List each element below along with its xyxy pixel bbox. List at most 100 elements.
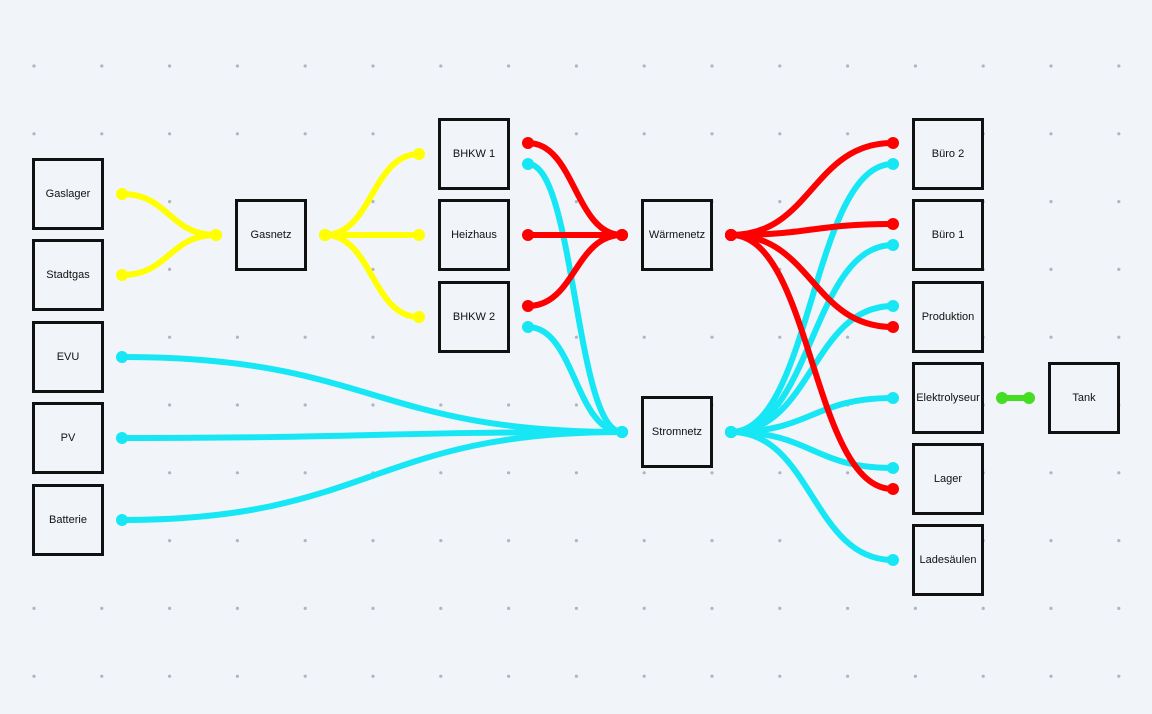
node-lager[interactable]: Lager	[912, 443, 984, 515]
connection-line[interactable]	[525, 161, 625, 435]
node-label: Produktion	[921, 311, 975, 323]
connection-line[interactable]	[728, 140, 896, 238]
connection-stadtgas-gasnetz[interactable]	[116, 229, 222, 281]
port-out-dot[interactable]	[522, 137, 534, 149]
port-out-dot[interactable]	[116, 269, 128, 281]
connection-line[interactable]	[119, 232, 219, 278]
port-out-dot[interactable]	[522, 300, 534, 312]
connection-waermenetz-produktion[interactable]	[725, 229, 899, 333]
connection-elektrolyseur-tank[interactable]	[996, 392, 1035, 404]
port-in-dot[interactable]	[887, 137, 899, 149]
connection-waermenetz-lager[interactable]	[725, 229, 899, 495]
node-batterie[interactable]: Batterie	[32, 484, 104, 556]
port-in-dot[interactable]	[413, 229, 425, 241]
port-in-dot[interactable]	[887, 239, 899, 251]
grid-dot	[1049, 64, 1053, 68]
port-out-dot[interactable]	[725, 229, 737, 241]
node-label: BHKW 1	[452, 148, 496, 160]
connection-bhkw1-waermenetz[interactable]	[522, 137, 628, 241]
node-waermenetz[interactable]: Wärmenetz	[641, 199, 713, 271]
grid-dot	[1117, 267, 1121, 271]
node-produktion[interactable]: Produktion	[912, 281, 984, 353]
grid-dot	[846, 132, 850, 136]
port-in-dot[interactable]	[887, 392, 899, 404]
grid-dot	[507, 674, 511, 678]
grid-dot	[235, 132, 239, 136]
grid-dot	[168, 539, 172, 543]
connection-bhkw2-waermenetz[interactable]	[522, 229, 628, 312]
port-out-dot[interactable]	[996, 392, 1008, 404]
grid-dot	[235, 471, 239, 475]
port-out-dot[interactable]	[522, 321, 534, 333]
node-label: PV	[60, 432, 76, 444]
port-in-dot[interactable]	[413, 148, 425, 160]
port-out-dot[interactable]	[116, 351, 128, 363]
connection-line[interactable]	[728, 232, 896, 330]
node-bhkw2[interactable]: BHKW 2	[438, 281, 510, 353]
grid-dot	[642, 132, 646, 136]
port-out-dot[interactable]	[725, 426, 737, 438]
node-buero2[interactable]: Büro 2	[912, 118, 984, 190]
connection-line[interactable]	[119, 354, 625, 435]
port-out-dot[interactable]	[116, 432, 128, 444]
port-in-dot[interactable]	[210, 229, 222, 241]
port-in-dot[interactable]	[413, 311, 425, 323]
connection-line[interactable]	[525, 232, 625, 309]
node-pv[interactable]: PV	[32, 402, 104, 474]
connection-gasnetz-bhkw1[interactable]	[319, 148, 425, 241]
connection-batterie-stromnetz[interactable]	[116, 426, 628, 526]
connection-line[interactable]	[119, 429, 625, 441]
grid-dot	[100, 132, 104, 136]
node-gaslager[interactable]: Gaslager	[32, 158, 104, 230]
port-out-dot[interactable]	[522, 229, 534, 241]
connection-line[interactable]	[728, 161, 896, 435]
connection-line[interactable]	[525, 324, 625, 435]
connection-line[interactable]	[728, 242, 896, 435]
connection-line[interactable]	[728, 429, 896, 563]
port-out-dot[interactable]	[116, 514, 128, 526]
node-buero1[interactable]: Büro 1	[912, 199, 984, 271]
connection-line[interactable]	[322, 232, 422, 320]
grid-dot	[642, 471, 646, 475]
connection-bhkw1-stromnetz[interactable]	[522, 158, 628, 438]
port-in-dot[interactable]	[887, 218, 899, 230]
grid-dot	[846, 606, 850, 611]
port-out-dot[interactable]	[116, 188, 128, 200]
node-tank[interactable]: Tank	[1048, 362, 1120, 434]
port-in-dot[interactable]	[887, 158, 899, 170]
grid-dot	[1117, 674, 1121, 678]
connections-layer	[116, 137, 1035, 566]
node-elektrolyseur[interactable]: Elektrolyseur	[912, 362, 984, 434]
grid-dot	[1117, 132, 1121, 136]
connection-line[interactable]	[119, 429, 625, 523]
node-heizhaus[interactable]: Heizhaus	[438, 199, 510, 271]
connection-line[interactable]	[728, 429, 896, 471]
connection-stromnetz-buero1[interactable]	[725, 239, 899, 438]
port-in-dot[interactable]	[887, 462, 899, 474]
node-stromnetz[interactable]: Stromnetz	[641, 396, 713, 468]
node-ladesaeulen[interactable]: Ladesäulen	[912, 524, 984, 596]
node-bhkw1[interactable]: BHKW 1	[438, 118, 510, 190]
connection-line[interactable]	[322, 151, 422, 238]
grid-dot	[778, 606, 782, 611]
connection-line[interactable]	[728, 232, 896, 492]
port-in-dot[interactable]	[1023, 392, 1035, 404]
port-in-dot[interactable]	[887, 483, 899, 495]
port-out-dot[interactable]	[319, 229, 331, 241]
port-out-dot[interactable]	[522, 158, 534, 170]
node-gasnetz[interactable]: Gasnetz	[235, 199, 307, 271]
connection-evu-stromnetz[interactable]	[116, 351, 628, 438]
port-in-dot[interactable]	[616, 426, 628, 438]
connection-gasnetz-bhkw2[interactable]	[319, 229, 425, 323]
port-in-dot[interactable]	[887, 554, 899, 566]
connection-stromnetz-ladesaeulen[interactable]	[725, 426, 899, 566]
node-stadtgas[interactable]: Stadtgas	[32, 239, 104, 311]
connection-line[interactable]	[728, 221, 896, 238]
connection-line[interactable]	[525, 140, 625, 238]
node-evu[interactable]: EVU	[32, 321, 104, 393]
port-in-dot[interactable]	[616, 229, 628, 241]
port-in-dot[interactable]	[887, 321, 899, 333]
port-in-dot[interactable]	[887, 300, 899, 312]
node-label: Büro 2	[931, 148, 965, 160]
connection-bhkw2-stromnetz[interactable]	[522, 321, 628, 438]
